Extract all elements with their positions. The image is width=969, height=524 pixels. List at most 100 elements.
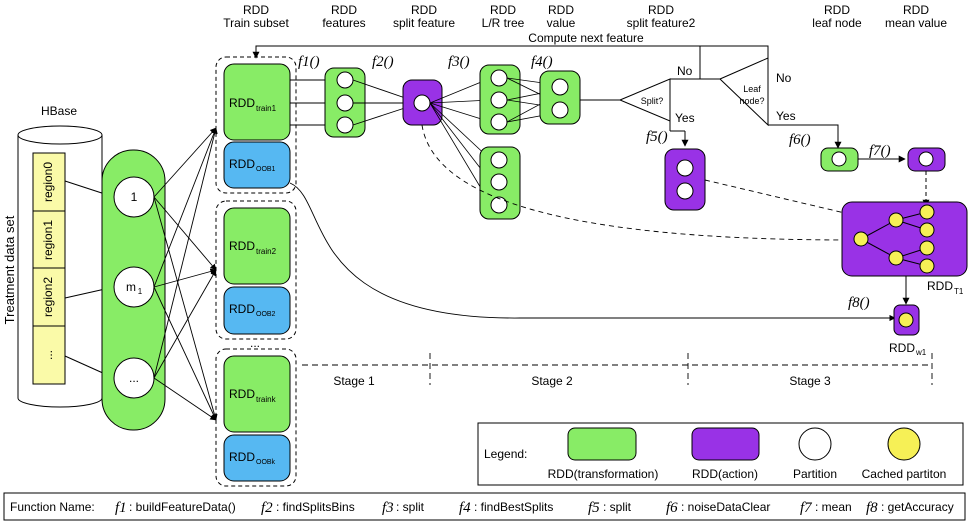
footer-f2-name: : findSplitsBins [276,500,355,514]
oob-to-accuracy-arrow [289,182,896,322]
header-lr-tree: L/R tree [482,16,525,30]
header-rdd-split-feature2: RDD [648,3,674,17]
legend-action-label: RDD(action) [692,467,758,481]
bootstrap-arrows [153,127,218,421]
rdd-lr-tree-left [479,64,521,135]
split-yes-label: Yes [675,111,695,125]
split-decision: Split? No Yes [580,46,701,147]
f3-label: f3() [448,54,470,70]
header-rdd-mean-value: RDD [903,3,929,17]
rdd-t1-label: RDD [927,279,953,293]
footer-f1: f1 [115,500,127,516]
region-more: ... [41,350,55,360]
partition-m-label: m [126,280,136,294]
train-subset-1: RDD train1 RDD OOB1 [215,56,297,194]
region-2: region2 [41,277,55,317]
train-subset-k: RDD traink RDD OOBk [215,348,297,487]
split-question: Split? [641,96,664,106]
legend: Legend: RDD(transformation) RDD(action) … [477,422,964,486]
legend-cached-label: Cached partiton [862,467,947,481]
legend-transformation-label: RDD(transformation) [548,467,659,481]
footer-f2: f2 [261,500,273,516]
region-0: region0 [41,162,55,202]
rdd-accuracy [893,304,920,336]
hbase-cylinder: region0 region1 region2 ... [17,125,103,408]
footer-f7-name: : mean [815,500,852,514]
rdd-t1-subscript: T1 [954,287,964,296]
header-mean-value: mean value [885,16,947,30]
footer-f4: f4 [459,500,471,516]
rdd-oob1-label: RDD [229,157,255,171]
partition-rdd: 1 m 1 ... [101,149,166,431]
rdd-oob2-label: RDD [229,302,255,316]
rdd-value [539,70,581,125]
f5-label: f5() [646,129,668,145]
more-subsets-dots: ... [250,336,260,350]
header-rdd-train-subset: RDD [243,3,269,17]
leaf-yes-label: Yes [776,109,796,123]
f4-label: f4() [531,54,553,70]
stage-2-label: Stage 2 [531,374,573,388]
stage-bar [302,353,933,385]
rdd-train1-label: RDD [229,96,255,110]
header-leaf-node: leaf node [812,16,862,30]
partition-1-label: 1 [131,190,138,204]
partition-more-label: ... [129,371,139,385]
footer-f4-name: : findBestSplits [474,500,553,514]
rdd-w1-label: RDD [889,341,915,355]
header-features: features [322,16,365,30]
header-value: value [547,16,576,30]
header-split-feature2: split feature2 [627,16,696,30]
region-1: region1 [41,220,55,260]
footer-f6: f6 [666,500,678,516]
footer-f3: f3 [382,500,394,516]
partition-m-subscript: 1 [138,287,143,296]
f7-label: f7() [869,143,891,159]
footer-f1-name: : buildFeatureData() [129,500,236,514]
rdd-train1-subscript: train1 [256,104,277,113]
header-rdd-value: RDD [548,3,574,17]
rdd-traink-subscript: traink [256,395,277,404]
leaf-decision: Leaf node? No Yes [700,57,842,149]
header-rdd-features: RDD [331,3,357,17]
stage-3-label: Stage 3 [789,374,831,388]
legend-title: Legend: [484,447,527,461]
split-no-label: No [677,64,693,78]
compute-next-feature-label: Compute next feature [528,31,644,45]
header-rdd-split-feature: RDD [411,3,437,17]
header-train-subset: Train subset [223,16,289,30]
footer-prefix: Function Name: [10,500,95,514]
rdd-t1 [841,201,968,277]
header-rdd-leaf-node: RDD [824,3,850,17]
footer-f5-name: : split [603,500,632,514]
rdd-split-feature [402,79,443,126]
f1-label: f1() [298,54,320,70]
rdd-oobk-subscript: OOBk [256,459,276,466]
header-rdd-lr-tree: RDD [490,3,516,17]
rdd-leaf-node [820,147,859,172]
hbase-label: HBase [41,104,77,118]
leaf-question-2: node? [739,96,764,106]
rdd-oob2-subscript: OOB2 [256,311,276,318]
leaf-question-1: Leaf [743,84,761,94]
header-split-feature: split feature [393,16,455,30]
f8-label: f8() [848,295,870,311]
rdd-features [324,67,366,138]
rdd-lr-tree-right [479,146,521,220]
rdd-mean-value [907,147,946,172]
treatment-data-set-label: Treatment data set [2,215,17,324]
rdd-oobk-label: RDD [229,450,255,464]
legend-partition-label: Partition [793,467,837,481]
footer-f8-name: : getAccuracy [881,500,954,514]
rdd-split-feature2 [664,148,706,211]
footer-f8: f8 [866,500,878,516]
leaf-no-label: No [776,71,792,85]
rdd-oob1-subscript: OOB1 [256,166,276,173]
f2-label: f2() [372,54,394,70]
footer-f7: f7 [800,500,813,516]
f6-label: f6() [789,132,811,148]
rdd-train2-label: RDD [229,239,255,253]
rdd-traink-label: RDD [229,387,255,401]
stage-1-label: Stage 1 [333,374,375,388]
